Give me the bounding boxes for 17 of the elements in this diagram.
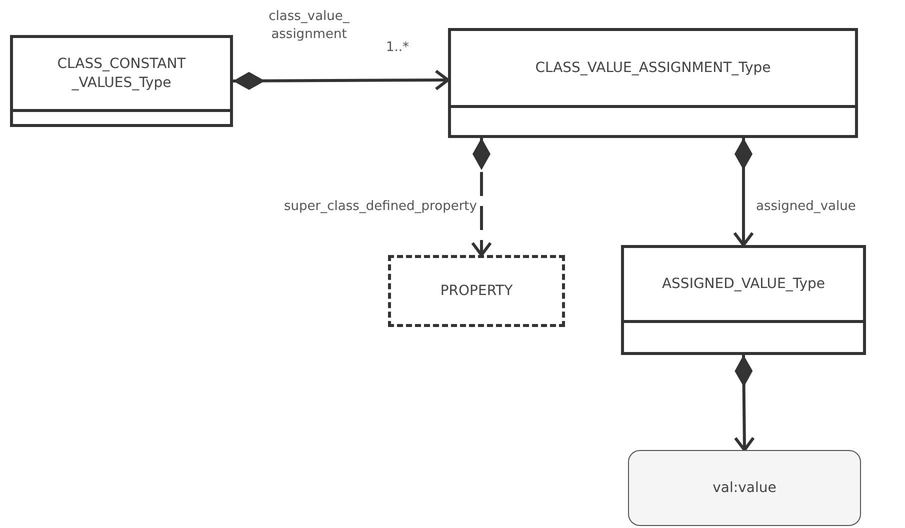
class-name: CLASS_CONSTANT _VALUES_Type (56, 55, 187, 92)
multiplicity-label: 1..* (386, 40, 410, 55)
edge-label: assigned_value (756, 198, 856, 216)
class-box (388, 255, 565, 327)
composition-arrow (733, 138, 754, 246)
class-name: PROPERTY (440, 282, 513, 300)
edge-label: super_class_defined_property (284, 198, 477, 216)
composition-arrow (233, 70, 450, 91)
class-name: val:value (712, 478, 776, 498)
composition-arrow (471, 138, 492, 256)
class-name: ASSIGNED_VALUE_Type (662, 274, 826, 294)
composition-arrow (734, 354, 755, 452)
class-name: CLASS_VALUE_ASSIGNMENT_Type (535, 58, 771, 78)
class-box (448, 28, 858, 138)
class-box (621, 245, 866, 355)
class-box (10, 35, 233, 127)
value-box (628, 450, 861, 526)
